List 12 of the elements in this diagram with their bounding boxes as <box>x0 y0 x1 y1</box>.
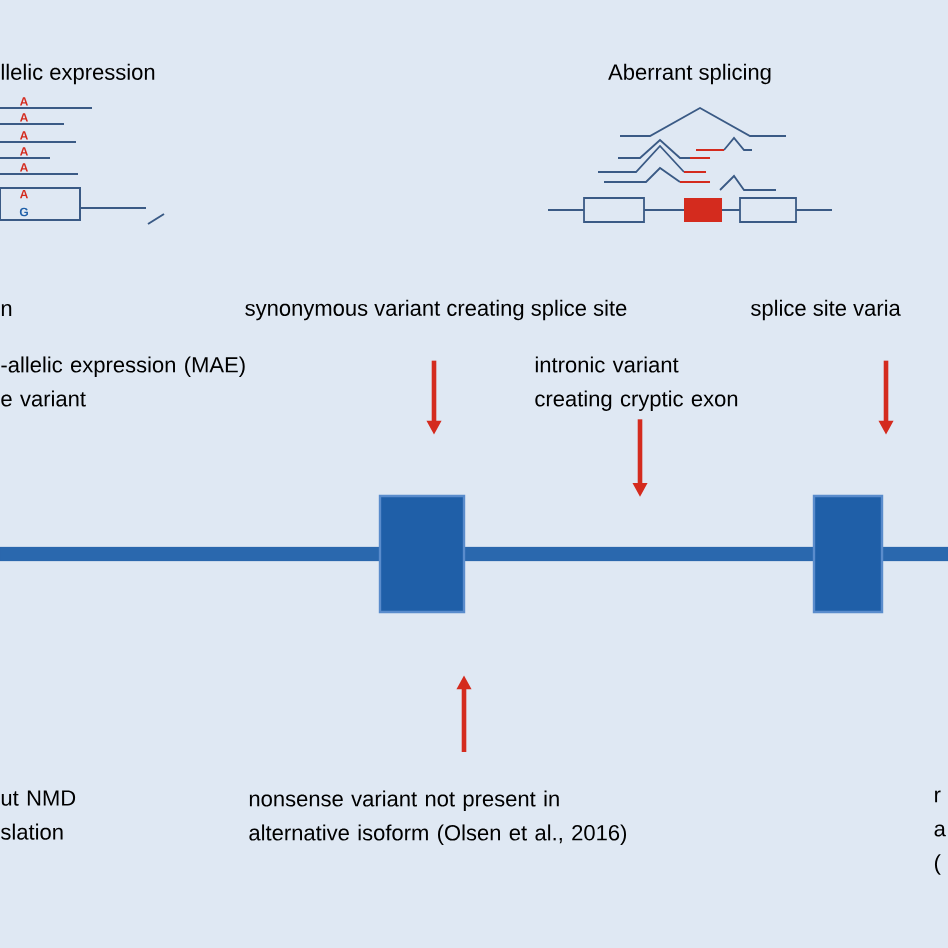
exon-box <box>378 494 466 614</box>
annotation-text: n <box>1 304 12 316</box>
panel-title: Aberrant splicing <box>608 63 771 85</box>
variant-label: splice site varia <box>751 299 901 321</box>
variant-label: intronic variant creating cryptic exon <box>535 356 738 411</box>
annotation-text: r a ( <box>934 790 946 875</box>
exon-box <box>812 494 884 614</box>
panel-title: llelic expression <box>1 63 155 85</box>
variant-label: nonsense variant not present in alternative isoform (Olsen et al., 2016) <box>249 790 627 845</box>
variant-label: synonymous variant creating splice site <box>245 299 627 321</box>
annotation-text: -allelic expression (MAE) e variant <box>1 356 245 407</box>
annotation-text: ut NMD slation <box>1 790 76 840</box>
